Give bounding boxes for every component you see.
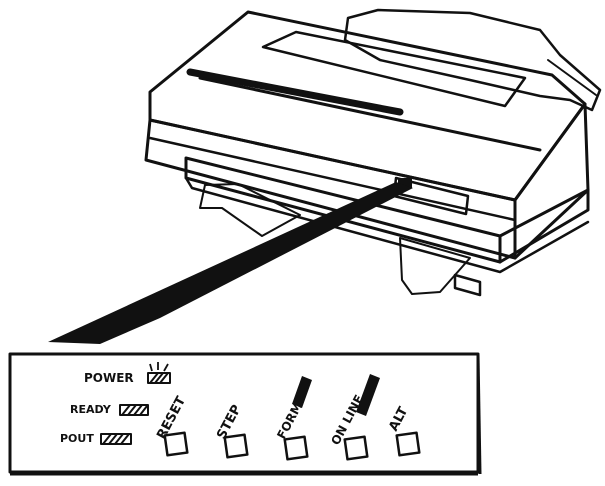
form-key[interactable] [283, 435, 309, 461]
pout-led-icon [100, 433, 132, 445]
on-line-key[interactable] [343, 435, 369, 461]
on-line-button[interactable]: ON LINE [328, 374, 380, 461]
step-button[interactable]: STEP [214, 402, 249, 459]
zoom-beam [48, 182, 413, 344]
alt-label: ALT [386, 405, 411, 434]
form-button[interactable]: FORM [274, 376, 312, 461]
alt-button[interactable]: ALT [386, 405, 421, 457]
reset-button[interactable]: RESET [154, 394, 189, 457]
indicator-label-pout: POUT [60, 432, 94, 445]
printer-body [144, 10, 590, 297]
step-key[interactable] [223, 433, 249, 459]
reset-key[interactable] [163, 431, 189, 457]
control-panel: POWER READY POUT RESET STEP FORM [8, 352, 482, 476]
on-line-indicator-icon [356, 374, 380, 416]
form-indicator-icon [292, 376, 312, 408]
indicator-label-ready: READY [70, 403, 112, 416]
ready-led-icon [119, 404, 149, 416]
power-led-icon [147, 362, 171, 384]
alt-key[interactable] [395, 431, 421, 457]
indicator-label-power: POWER [84, 371, 134, 385]
